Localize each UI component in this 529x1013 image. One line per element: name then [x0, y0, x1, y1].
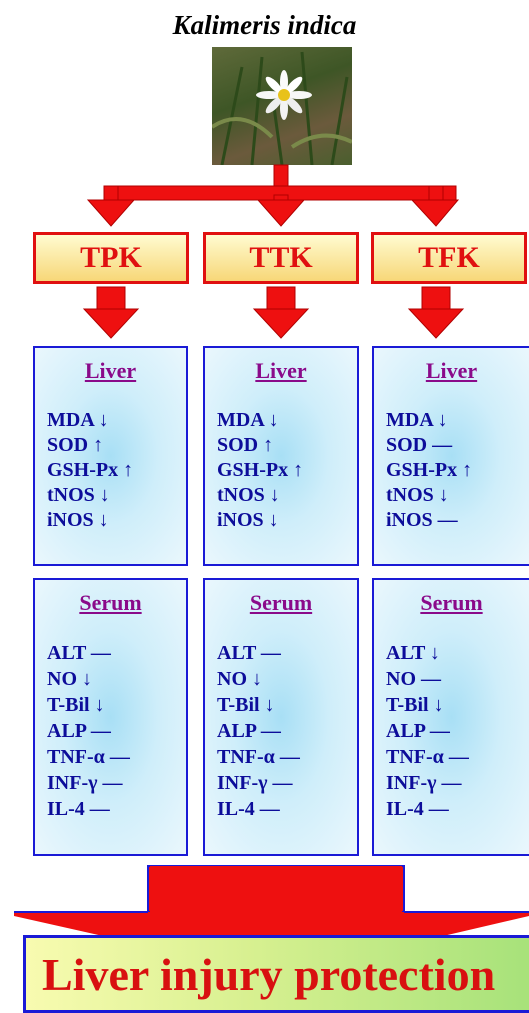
marker-item: ALT ↓	[386, 642, 440, 664]
down-arrow-3	[407, 286, 465, 339]
down-arrow-1	[82, 286, 140, 339]
marker-list: MDA ↓ SOD ↑ GSH-Px ↑ tNOS ↓ iNOS ↓	[217, 408, 303, 533]
liver-panel-tfk: Liver MDA ↓ SOD — GSH-Px ↑ tNOS ↓ iNOS —	[372, 346, 529, 566]
serum-panel-ttk: Serum ALT — NO ↓ T-Bil ↓ ALP — TNF-α — I…	[203, 578, 359, 856]
panel-title: Liver	[425, 358, 478, 383]
marker-item: GSH-Px ↑	[386, 459, 473, 481]
extract-box-tfk: TFK	[371, 232, 527, 284]
conclusion-banner: Liver injury protection	[23, 935, 529, 1013]
marker-list: MDA ↓ SOD — GSH-Px ↑ tNOS ↓ iNOS —	[386, 408, 472, 533]
daisy-image	[212, 51, 352, 165]
marker-item: SOD ↑	[217, 434, 274, 456]
marker-item: IL-4 —	[47, 798, 110, 820]
panel-title: Serum	[420, 590, 483, 615]
marker-list: ALT — NO ↓ T-Bil ↓ ALP — TNF-α — INF-γ —…	[217, 640, 300, 822]
marker-item: iNOS ↓	[217, 509, 279, 531]
marker-list: ALT — NO ↓ T-Bil ↓ ALP — TNF-α — INF-γ —…	[47, 640, 130, 822]
main-split-arrow	[86, 164, 460, 227]
marker-item: tNOS ↓	[47, 484, 110, 506]
marker-item: ALP —	[217, 720, 281, 742]
marker-item: ALP —	[386, 720, 450, 742]
extract-box-ttk: TTK	[203, 232, 359, 284]
extract-label: TFK	[418, 241, 480, 274]
serum-panel-tfk: Serum ALT ↓ NO — T-Bil ↓ ALP — TNF-α — I…	[372, 578, 529, 856]
conclusion-text: Liver injury protection	[42, 948, 496, 1000]
marker-item: T-Bil ↓	[386, 694, 444, 716]
extract-label: TPK	[80, 241, 142, 274]
marker-item: GSH-Px ↑	[47, 459, 134, 481]
panel-title: Liver	[84, 358, 137, 383]
liver-panel-tpk: Liver MDA ↓ SOD ↑ GSH-Px ↑ tNOS ↓ iNOS ↓	[33, 346, 188, 566]
marker-item: GSH-Px ↑	[217, 459, 304, 481]
marker-item: NO —	[386, 668, 441, 690]
serum-panel-tpk: Serum ALT — NO ↓ T-Bil ↓ ALP — TNF-α — I…	[33, 578, 188, 856]
extract-box-tpk: TPK	[33, 232, 189, 284]
marker-item: tNOS ↓	[386, 484, 449, 506]
marker-item: tNOS ↓	[217, 484, 280, 506]
marker-item: ALT —	[47, 642, 111, 664]
liver-panel-ttk: Liver MDA ↓ SOD ↑ GSH-Px ↑ tNOS ↓ iNOS ↓	[203, 346, 359, 566]
marker-item: SOD ↑	[47, 434, 104, 456]
marker-item: MDA ↓	[217, 409, 279, 431]
flower-photo	[212, 47, 352, 165]
species-name: Kalimeris indica	[172, 10, 357, 40]
marker-item: NO ↓	[217, 668, 262, 690]
down-arrow-2	[252, 286, 310, 339]
marker-item: iNOS ↓	[47, 509, 109, 531]
marker-item: MDA ↓	[47, 409, 109, 431]
marker-item: T-Bil ↓	[47, 694, 105, 716]
marker-item: MDA ↓	[386, 409, 448, 431]
panel-title: Serum	[79, 590, 142, 615]
marker-item: SOD —	[386, 434, 453, 456]
marker-list: MDA ↓ SOD ↑ GSH-Px ↑ tNOS ↓ iNOS ↓	[47, 408, 133, 533]
marker-item: INF-γ —	[386, 772, 462, 794]
panel-title: Serum	[249, 590, 313, 615]
extract-label: TTK	[249, 241, 313, 274]
marker-list: ALT ↓ NO — T-Bil ↓ ALP — TNF-α — INF-γ —…	[386, 640, 469, 822]
marker-item: ALT —	[217, 642, 281, 664]
marker-item: TNF-α —	[47, 746, 130, 768]
marker-item: ALP —	[47, 720, 111, 742]
marker-item: NO ↓	[47, 668, 92, 690]
panel-title: Liver	[255, 358, 307, 383]
marker-item: IL-4 —	[217, 798, 280, 820]
marker-item: INF-γ —	[217, 772, 293, 794]
marker-item: INF-γ —	[47, 772, 123, 794]
marker-item: TNF-α —	[217, 746, 300, 768]
marker-item: IL-4 —	[386, 798, 449, 820]
marker-item: TNF-α —	[386, 746, 469, 768]
marker-item: iNOS —	[386, 509, 458, 531]
marker-item: T-Bil ↓	[217, 694, 275, 716]
